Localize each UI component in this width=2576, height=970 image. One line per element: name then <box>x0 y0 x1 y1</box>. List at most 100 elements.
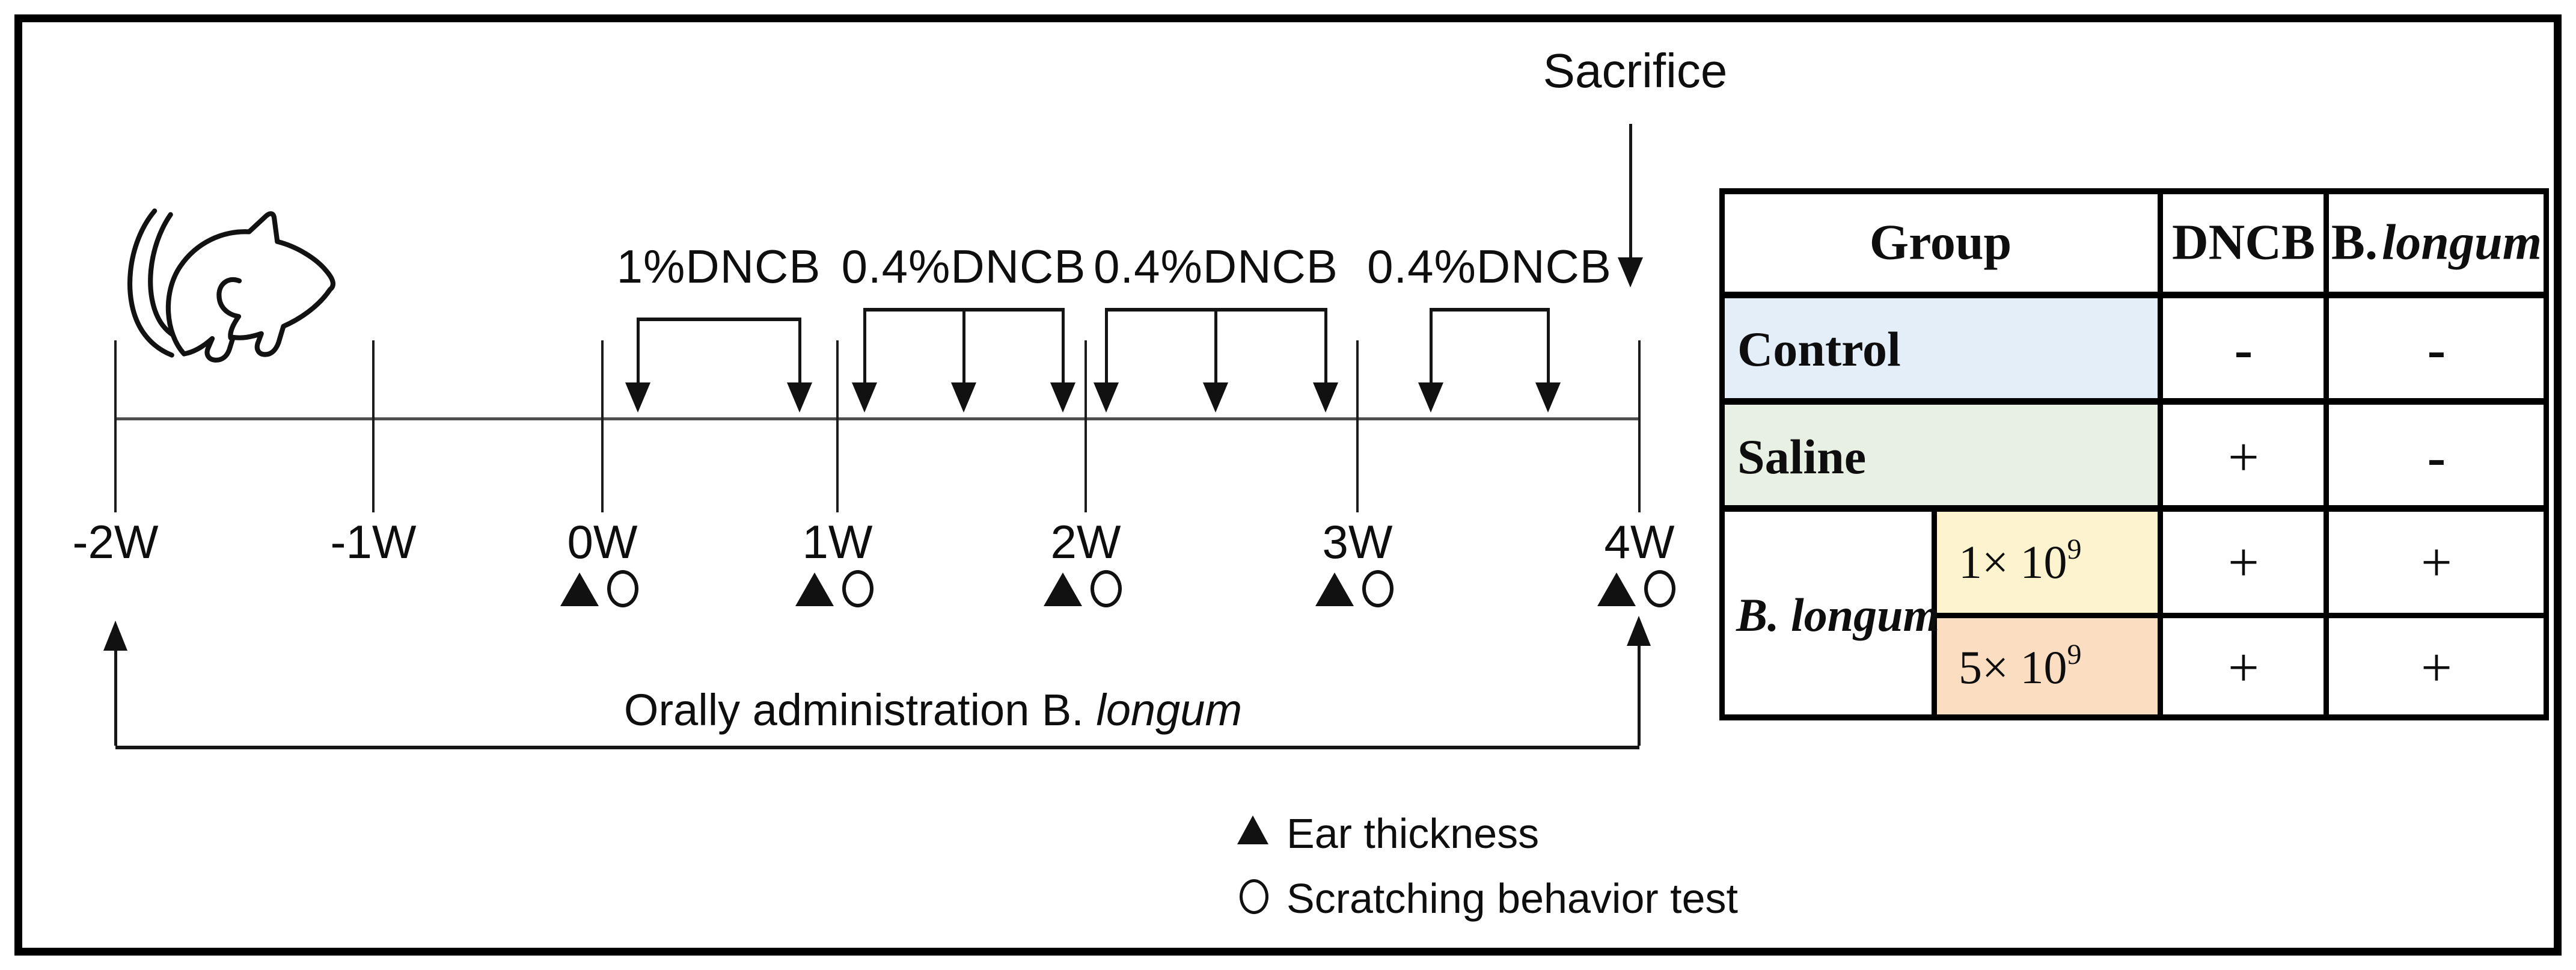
mouse-hind-leg <box>216 277 242 341</box>
dose5-cell-bg <box>1936 618 2160 716</box>
row-dose5-label: 5× 109 <box>1959 639 2082 695</box>
table-header-group: Group <box>1869 214 2012 271</box>
dncb-event-label: 0.4%DNCB <box>1094 240 1338 293</box>
week-label: 1W <box>802 515 873 568</box>
dncb-arrowhead-icon <box>951 382 976 413</box>
table-row-line-2 <box>1719 398 2549 405</box>
dncb-arrowhead-icon <box>1418 382 1443 413</box>
saline-row-bg <box>1724 405 2160 509</box>
figure-border <box>14 14 2562 956</box>
timeline-tick <box>372 340 375 512</box>
mouse-icon <box>127 208 336 363</box>
oral-bracket-left-arrowhead-icon <box>103 621 127 651</box>
mouse-tail-outer <box>127 208 174 358</box>
table-header-blongum: B. longum <box>2331 213 2542 272</box>
dncb-arrow-stem <box>798 318 801 385</box>
dncb-arrow-stem <box>1214 308 1217 385</box>
dncb-arrowhead-icon <box>625 382 650 413</box>
ear-thickness-marker-icon <box>795 572 834 606</box>
oral-bracket-left-stem <box>114 649 117 746</box>
row-dose1-label: 1× 109 <box>1959 533 2082 589</box>
dose5-exponent: 9 <box>2067 639 2082 671</box>
scratching-test-marker-icon <box>1644 570 1675 607</box>
dncb-arrowhead-icon <box>1313 382 1338 413</box>
dncb-event-label: 0.4%DNCB <box>1367 240 1612 293</box>
table-border-bottom <box>1719 714 2549 720</box>
dncb-arrowhead-icon <box>1535 382 1561 413</box>
dncb-arrow-stem <box>637 318 640 385</box>
dncb-arrowhead-icon <box>787 382 812 413</box>
oral-administration-label-prefix: Orally administration B. <box>623 685 1097 735</box>
table-col-line-dncb <box>2324 188 2329 720</box>
dncb-arrow-stem <box>1547 308 1550 385</box>
timeline-axis <box>115 417 1639 420</box>
table-col-line-group <box>2158 188 2163 720</box>
timeline-tick <box>1085 340 1087 512</box>
dncb-arrow-stem <box>863 308 866 385</box>
oral-bracket-bar <box>115 746 1639 749</box>
scratching-test-marker-icon <box>842 570 873 607</box>
table-header-blongum-species: longum <box>2381 214 2542 271</box>
dncb-arrow-stem <box>962 308 965 385</box>
ear-thickness-marker-icon <box>1597 572 1636 606</box>
dose1-exponent: 9 <box>2067 533 2082 565</box>
ear-thickness-marker-icon <box>1315 572 1354 606</box>
sacrifice-arrowhead-icon <box>1618 257 1643 287</box>
dncb-arrowhead-icon <box>1094 382 1119 413</box>
timeline-tick <box>601 340 604 512</box>
dncb-arrowhead-icon <box>1050 382 1075 413</box>
scratching-test-marker-icon <box>607 570 638 607</box>
row-dose5-blongum-value: + <box>2421 637 2452 698</box>
table-border-right <box>2544 188 2549 720</box>
legend-ear-thickness-label: Ear thickness <box>1286 810 1540 857</box>
row-saline-dncb-value: + <box>2228 426 2259 488</box>
row-dose1-blongum-value: + <box>2421 532 2452 593</box>
sacrifice-label: Sacrifice <box>1543 44 1728 97</box>
row-control-blongum-value: - <box>2427 319 2446 380</box>
oral-bracket-right-stem <box>1638 646 1641 746</box>
row-control-dncb-value: - <box>2234 319 2253 380</box>
week-label: 3W <box>1322 515 1393 568</box>
week-label: 2W <box>1050 515 1121 568</box>
row-dose1-dncb-value: + <box>2228 532 2259 593</box>
table-col-line-dose <box>1932 505 1937 720</box>
week-label: 4W <box>1604 515 1675 568</box>
row-saline-blongum-value: - <box>2427 426 2446 488</box>
legend-scratching-icon <box>1240 879 1268 914</box>
dncb-bracket-bar <box>1431 308 1548 312</box>
dncb-arrowhead-icon <box>1203 382 1228 413</box>
scratching-test-marker-icon <box>1091 570 1122 607</box>
table-row-line-1 <box>1719 292 2549 298</box>
ear-thickness-marker-icon <box>560 572 599 606</box>
row-saline-label: Saline <box>1737 429 1867 484</box>
oral-bracket-right-arrowhead-icon <box>1627 616 1651 646</box>
dose1-base: 1× 10 <box>1959 536 2067 588</box>
row-control-label: Control <box>1737 322 1901 376</box>
sacrifice-arrow-stem <box>1629 124 1632 259</box>
dncb-bracket-bar <box>638 318 800 321</box>
table-header-blongum-genus: B. <box>2331 214 2378 271</box>
table-border-top <box>1719 188 2549 194</box>
week-label: 0W <box>567 515 638 568</box>
dncb-arrow-stem <box>1324 308 1327 385</box>
dncb-event-label: 0.4%DNCB <box>841 240 1086 293</box>
dncb-arrow-stem <box>1430 308 1433 385</box>
row-dose5-dncb-value: + <box>2228 637 2259 698</box>
legend-scratching-label: Scratching behavior test <box>1286 875 1738 922</box>
group-table: Group DNCB B. longum Control - - Saline … <box>1719 188 2549 720</box>
scratching-test-marker-icon <box>1362 570 1394 607</box>
dose5-base: 5× 10 <box>1959 641 2067 693</box>
table-row-line-3 <box>1719 505 2549 512</box>
mouse-body <box>165 211 336 363</box>
table-border-left <box>1719 188 1725 720</box>
control-row-bg <box>1724 298 2160 402</box>
dncb-event-label: 1%DNCB <box>616 240 821 293</box>
dncb-arrow-stem <box>1062 308 1065 385</box>
legend-ear-thickness-icon <box>1237 815 1268 844</box>
ear-thickness-marker-icon <box>1044 572 1082 606</box>
timeline-tick <box>1356 340 1359 512</box>
table-row-line-4 <box>1933 613 2549 618</box>
week-label: -2W <box>72 515 159 568</box>
